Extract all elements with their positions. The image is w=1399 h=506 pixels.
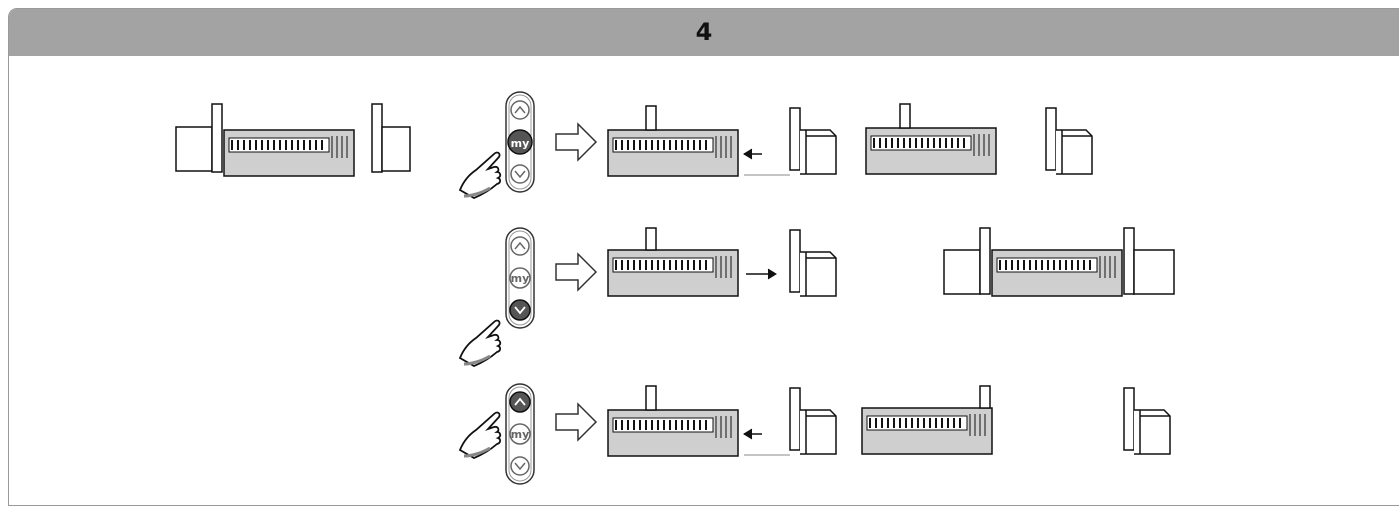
- my-label: my: [511, 272, 530, 285]
- row-3: my: [458, 383, 1171, 485]
- gate-initial: [175, 103, 411, 177]
- hand-icon: [458, 319, 502, 368]
- right-arrow-icon: [555, 123, 597, 161]
- up-button: [509, 391, 531, 413]
- right-arrow-icon: [555, 403, 597, 441]
- row-2: my: [458, 227, 1175, 368]
- my-label: my: [511, 428, 530, 441]
- down-button: [509, 299, 531, 321]
- hand-icon: [458, 411, 502, 460]
- hand-icon: [458, 151, 502, 200]
- my-label: my: [511, 137, 530, 150]
- my-button: [507, 129, 533, 155]
- row-1: my: [458, 91, 1093, 200]
- step-header: 4: [9, 9, 1399, 56]
- step-number: 4: [695, 18, 713, 46]
- right-arrow-icon: [555, 253, 597, 291]
